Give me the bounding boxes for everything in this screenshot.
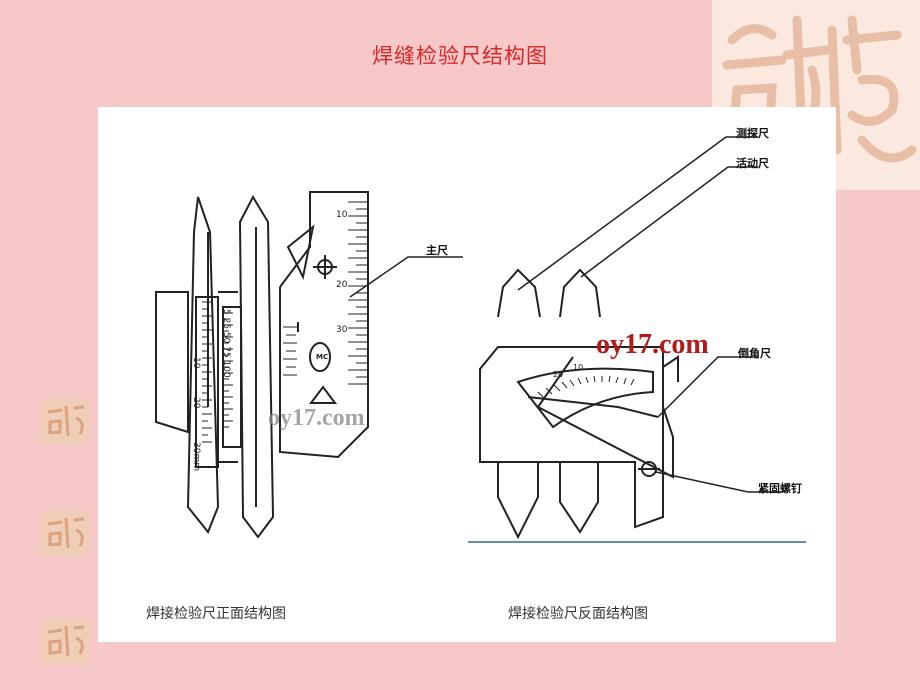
main-body-plate [155,291,189,434]
svg-text:10: 10 [573,363,583,372]
svg-text:5 25 50 75 100: 5 25 50 75 100 [221,309,231,378]
scale-strip [222,306,242,448]
watermark-left: oy17.com [268,405,365,431]
slide-ruler-tip [497,268,541,318]
svg-text:20: 20 [336,280,348,290]
svg-text:MC: MC [316,353,328,361]
svg-text:20: 20 [553,370,563,379]
svg-text:20: 20 [191,397,201,409]
decorative-seal-small [40,510,90,556]
slide-title: 焊缝检验尺结构图 [372,44,548,68]
label-slide-ruler: 测探尺 [736,127,769,140]
label-fastening-screw: 紧固螺钉 [758,482,802,495]
slide-ruler-bottom [497,462,539,540]
svg-text:10: 10 [336,210,348,220]
back-body [479,346,664,529]
left-pointer-blade [186,196,220,534]
vertical-ruler [195,296,219,468]
second-blade [238,194,275,539]
label-bevel-ruler: 倒角尺 [738,347,771,360]
svg-text:30mm: 30mm [191,442,201,471]
movable-ruler-bottom [559,462,599,534]
watermark-right: oy17.com [596,329,709,360]
svg-text:10: 10 [191,357,201,369]
bevel-ruler-arc [516,367,654,429]
movable-ruler-tip [559,268,601,318]
decorative-seal-small [40,618,90,664]
caption-front-view: 焊接检验尺正面结构图 [146,606,286,622]
caption-back-view: 焊接检验尺反面结构图 [508,606,648,622]
decorative-seal-small [40,398,90,444]
label-movable-ruler: 活动尺 [736,157,769,170]
weld-gauge-diagram: 10 20 30 MC 5 25 50 75 100 10 20 30mm 20 10 [155,136,806,543]
svg-text:30: 30 [336,325,348,335]
label-main-ruler: 主尺 [426,244,448,257]
